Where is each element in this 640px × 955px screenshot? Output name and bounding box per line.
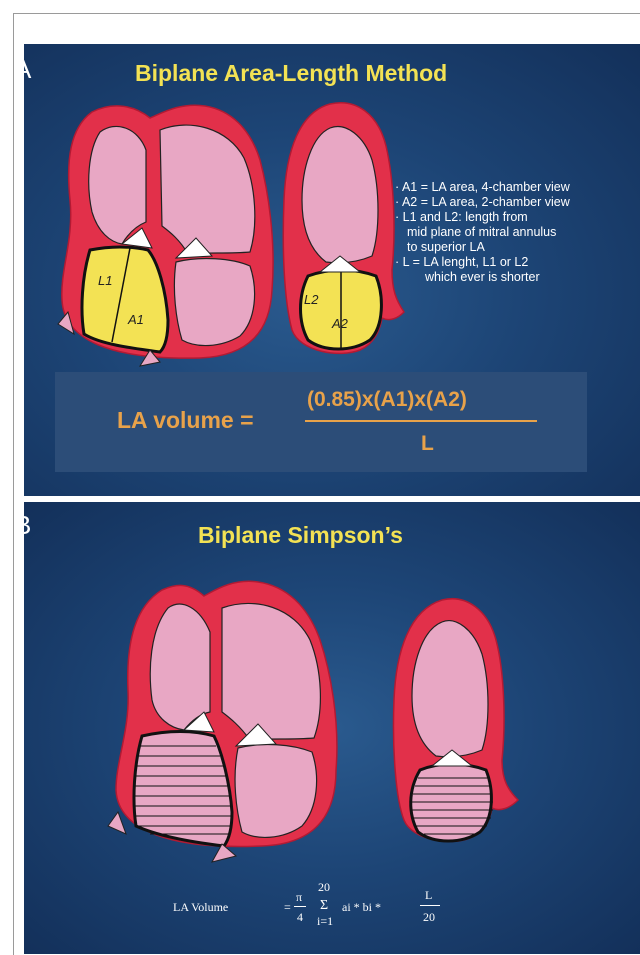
label-l2: L2 [304,292,319,307]
bullet-a2-definition: · A2 = LA area, 2-chamber view [395,195,570,210]
formula-b-pi: π [296,890,302,905]
panel-b-title: Biplane Simpson’s [198,522,403,549]
formula-a-lhs: LA volume = [117,407,254,434]
label-a1: A1 [127,312,144,327]
formula-b-terms: ai * bi * [342,900,381,915]
panel-a-letter: A [14,54,31,85]
formula-b-lhs: LA Volume [173,900,228,915]
formula-b-sigma: Σ [320,898,328,914]
bullet-l1-l2-continued-1: mid plane of mitral annulus [395,225,570,240]
pulmonary-vein-left-b [108,812,126,834]
formula-a-fraction-bar [305,420,537,422]
formula-b-l: L [425,888,432,903]
left-atrium-4ch-b [134,732,232,847]
bullet-l1-l2-continued-2: to superior LA [395,240,570,255]
bullet-l-continued: which ever is shorter [395,270,570,285]
left-ventricle-4ch-b [150,604,210,730]
left-ventricle-2ch-a [302,127,378,263]
panel-b-four-chamber-heart [108,581,337,862]
right-atrium-4ch-b [235,745,317,838]
panel-a-bullet-list: · A1 = LA area, 4-chamber view · A2 = LA… [395,180,570,285]
panel-a-formula-box: LA volume = (0.85)x(A1)x(A2) L [55,372,587,472]
panel-b-two-chamber-heart [393,599,518,842]
label-a2: A2 [331,316,349,331]
panel-a-four-chamber-heart [58,105,273,366]
label-l1: L1 [98,273,112,288]
bullet-l1-l2-definition: · L1 and L2: length from [395,210,570,225]
left-atrium-4ch-a [82,247,168,352]
bullet-a1-definition: · A1 = LA area, 4-chamber view [395,180,570,195]
bullet-l-definition: · L = LA lenght, L1 or L2 [395,255,570,270]
formula-b-pi-bar [294,906,306,907]
formula-b-sum-top: 20 [318,880,330,895]
panel-b-letter: B [14,510,31,541]
left-ventricle-2ch-b [412,621,488,757]
formula-b-twenty: 20 [423,910,435,925]
left-atrium-disks-4ch-b [134,732,232,847]
left-atrium-disks-2ch-b [411,764,493,841]
formula-a-denominator: L [421,432,434,456]
formula-b-l-bar [420,905,440,906]
formula-b-four: 4 [297,910,303,925]
right-atrium-4ch-a [174,259,254,346]
formula-b-sum-bottom: i=1 [317,914,333,929]
panel-a-title: Biplane Area-Length Method [135,60,447,87]
formula-a-numerator: (0.85)x(A1)x(A2) [307,388,467,412]
formula-b-equals: = [284,900,291,915]
